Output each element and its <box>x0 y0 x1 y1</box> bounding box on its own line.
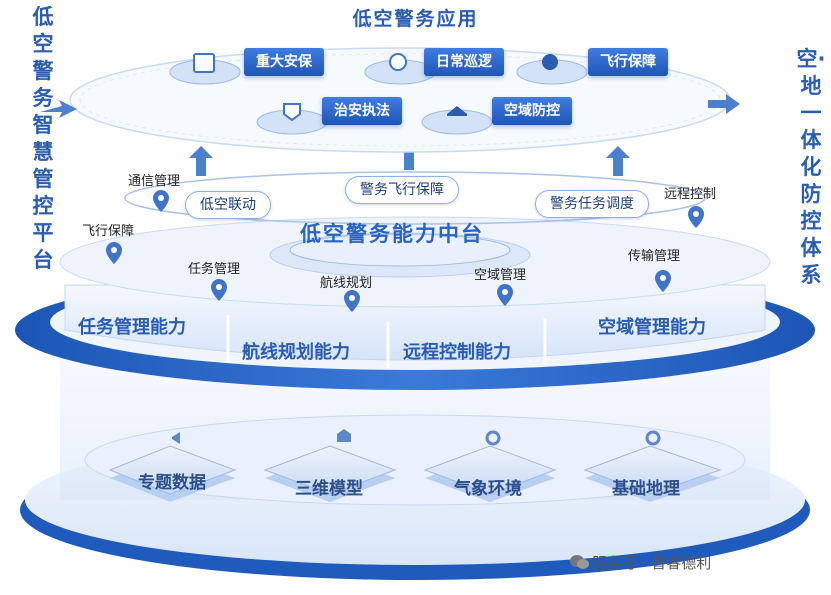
middle-platform <box>59 216 771 308</box>
pin-label-remote: 远程控制 <box>664 187 717 202</box>
middle-platform-title: 低空警务能力中台 <box>300 222 484 246</box>
app-label-major-security: 重大安保 <box>244 48 324 76</box>
pill-police-flight-support: 警务飞行保障 <box>345 176 459 204</box>
pin-label-transfer: 传输管理 <box>628 249 681 264</box>
app-label-law-enforcement: 治安执法 <box>322 97 402 125</box>
pin-icon-route <box>344 290 360 312</box>
pin-label-task: 任务管理 <box>188 262 241 277</box>
pin-icon-flight <box>106 242 122 264</box>
capability-task: 任务管理能力 <box>78 317 186 338</box>
app-icon-disks <box>169 53 588 135</box>
app-label-flight-support: 飞行保障 <box>588 48 668 76</box>
wechat-icon <box>570 555 589 569</box>
home-icon <box>337 429 351 442</box>
pill-low-altitude-link: 低空联动 <box>185 191 271 219</box>
top-title: 低空警务应用 <box>352 8 479 30</box>
base-item-geography: 基础地理 <box>612 479 680 499</box>
pin-icon-comm <box>153 190 169 212</box>
left-vertical-title: 低空警务智慧管控平台 <box>32 5 54 272</box>
pin-label-flight: 飞行保障 <box>82 224 135 239</box>
pill-task-dispatch: 警务任务调度 <box>535 190 649 218</box>
left-arrow-icon <box>40 100 77 118</box>
megaphone-icon <box>172 432 180 444</box>
capability-route: 航线规划能力 <box>242 342 350 363</box>
app-label-airspace-defense: 空域防控 <box>492 97 572 125</box>
capability-band <box>64 284 766 368</box>
right-arrow-icon <box>708 94 740 114</box>
pin-icon-transfer <box>655 270 671 292</box>
pin-label-comm: 通信管理 <box>128 174 181 189</box>
pin-label-airspace: 空域管理 <box>474 268 527 283</box>
capability-airspace: 空域管理能力 <box>598 317 706 338</box>
base-item-topic-data: 专题数据 <box>138 473 206 493</box>
capability-remote: 远程控制能力 <box>403 342 511 363</box>
right-vertical-title: 空·地一体化防控体系 <box>796 47 826 287</box>
gear-icon <box>485 430 501 446</box>
location-pins <box>106 190 704 312</box>
pin-icon-remote <box>688 206 704 228</box>
watermark: 服务号 · 普睿德利 <box>592 554 712 572</box>
app-label-patrol: 日常巡逻 <box>424 48 504 76</box>
base-item-weather: 气象环境 <box>454 479 522 499</box>
pin-icon-task <box>211 279 227 301</box>
base-tiles <box>108 429 722 502</box>
pin-icon-airspace <box>497 284 513 306</box>
pin-label-route: 航线规划 <box>320 276 373 291</box>
gear-icon-2 <box>645 430 661 446</box>
connector-ring <box>124 171 706 225</box>
base-item-3d-model: 三维模型 <box>295 479 363 499</box>
